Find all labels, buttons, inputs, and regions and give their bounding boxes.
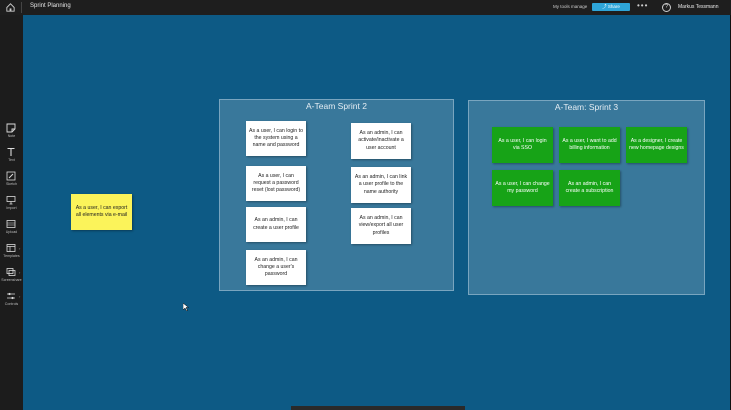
tool-label: Screenshare (1, 278, 22, 282)
expand-arrow-icon: › (19, 270, 21, 275)
sticky-note[interactable]: As an admin, I can create a subscription (559, 170, 620, 206)
sticky-note[interactable]: As an admin, I can change a user's passw… (246, 250, 306, 285)
board-title[interactable]: Sprint Planning (30, 3, 71, 9)
top-bar: Sprint Planning My tools manage ⤴ Share … (0, 0, 731, 15)
tool-note[interactable]: Note (0, 121, 23, 143)
text-icon (7, 147, 15, 156)
tool-import[interactable]: Import (0, 193, 23, 215)
sticky-note[interactable]: As a user, I can request a password rese… (246, 166, 306, 201)
sticky-note[interactable]: As a user, I can change my password (492, 170, 553, 206)
home-icon[interactable] (5, 2, 16, 13)
sticky-note[interactable]: As an admin, I can create a user profile (246, 207, 306, 242)
bottom-scrollbar[interactable] (291, 406, 465, 410)
tool-text[interactable]: Text (0, 145, 23, 167)
frame-title[interactable]: A-Team Sprint 2 (306, 101, 367, 111)
sticky-note[interactable]: As a user, I can login via SSO (492, 127, 553, 163)
sliders-icon (7, 292, 15, 300)
image-icon (6, 220, 16, 228)
sticky-note-icon (6, 123, 16, 133)
user-name[interactable]: Markus Tessmann (678, 4, 719, 10)
tool-screenshare[interactable]: › Screenshare (0, 265, 23, 287)
sticky-note[interactable]: As an admin, I can view/export all user … (351, 208, 411, 244)
tool-label: Import (6, 206, 17, 210)
help-icon[interactable]: ? (662, 3, 671, 12)
board-canvas[interactable]: A-Team Sprint 2 A-Team: Sprint 3 As a us… (23, 15, 730, 410)
tool-label: Text (8, 158, 15, 162)
tool-label: Templates (3, 254, 20, 258)
template-icon (6, 244, 16, 252)
sticky-note-yellow[interactable]: As a user, I can export all elements via… (71, 194, 132, 230)
tool-label: Note (7, 134, 16, 138)
my-tools-link[interactable]: My tools manage (553, 4, 588, 9)
tool-templates[interactable]: › Templates (0, 241, 23, 263)
screen-share-icon (6, 268, 16, 276)
tool-sketch[interactable]: Sketch (0, 169, 23, 191)
sticky-note[interactable]: As an admin, I can activate/inactivate a… (351, 123, 411, 159)
import-icon (6, 196, 16, 205)
tool-upload[interactable]: Upload (0, 217, 23, 239)
share-button[interactable]: ⤴ Share (592, 3, 630, 11)
share-label: Share (607, 4, 620, 9)
sticky-note[interactable]: As a designer, I create new homepage des… (626, 127, 687, 163)
tool-label: Sketch (6, 182, 17, 186)
divider (21, 2, 22, 13)
sticky-note[interactable]: As a user, I want to add billing informa… (559, 127, 620, 163)
share-icon: ⤴ (602, 4, 608, 9)
sticky-note[interactable]: As a user, I can login to the system usi… (246, 121, 306, 156)
tool-label: Upload (5, 230, 18, 234)
expand-arrow-icon: › (19, 294, 21, 299)
pen-icon (6, 171, 16, 181)
mouse-cursor-icon (183, 303, 189, 311)
more-options-icon[interactable]: ••• (637, 1, 649, 10)
frame-title[interactable]: A-Team: Sprint 3 (554, 102, 619, 112)
sticky-note[interactable]: As an admin, I can link a user profile t… (351, 167, 411, 203)
left-toolbar: Note Text Sketch Import Upload › Templat… (0, 15, 23, 410)
expand-arrow-icon: › (19, 246, 21, 251)
tool-controls[interactable]: › Controls (0, 289, 23, 311)
tool-label: Controls (4, 302, 19, 306)
